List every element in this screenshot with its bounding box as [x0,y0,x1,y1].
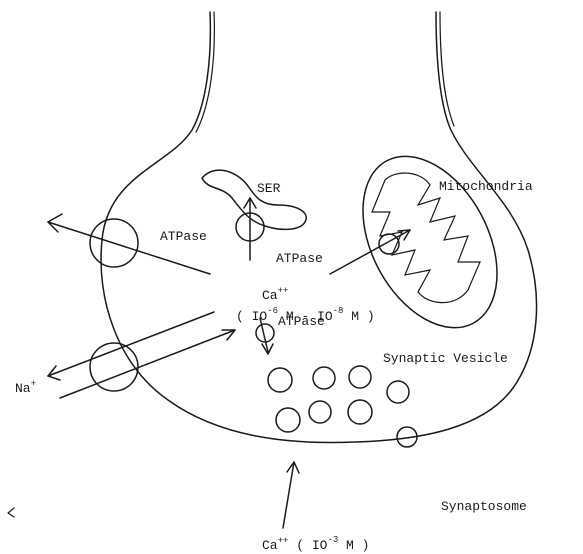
synaptosome-label: Synaptosome [441,499,527,514]
synaptosome-membrane-inner-right [440,12,454,126]
ca-outside-conc-close: M ) [338,538,369,553]
conc-exp1: -6 [267,306,278,316]
ser-atpase-label: ATPase [276,251,323,266]
ca-inside-label: Ca++ [262,286,288,303]
synaptic-vesicle-label: Synaptic Vesicle [383,351,508,366]
vesicle [348,400,372,424]
vesicle [387,381,409,403]
synaptic-vesicles [268,366,417,447]
ca-inside-concentration: ( IO-6 M - IO-8 M ) [236,306,375,324]
ca-influx-arrow [283,462,294,528]
vesicle [276,408,300,432]
ca-outside-conc-exp: -3 [327,535,338,545]
ser-label: SER [257,181,281,196]
vesicle [268,368,292,392]
ca-outside-conc-open: ( IO [288,538,327,553]
vesicle [349,366,371,388]
conc-close: M ) [343,309,374,324]
mito-atpase-arrow [330,230,410,274]
vesicle [313,367,335,389]
ca-outside-symbol: Ca [262,538,278,553]
na-symbol: Na [15,381,31,396]
conc-mid: M - IO [278,309,333,324]
synaptosome-membrane [101,12,537,443]
mitochondria-label: Mitochondria [439,179,533,194]
ca-inside-charge: ++ [278,286,289,296]
exchanger-ca-arrow [48,312,214,376]
stray-mark [8,508,14,517]
na-label: Na+ [15,379,36,396]
exchanger-na-arrow [60,330,235,398]
membrane-atpase-label: ATPase [160,229,207,244]
conc-open: ( IO [236,309,267,324]
ca-outside-label: Ca++ ( IO-3 M ) [262,535,369,553]
conc-exp2: -8 [333,306,344,316]
na-charge: + [31,379,36,389]
vesicle [309,401,331,423]
ca-outside-charge: ++ [278,536,289,546]
ser-organelle [202,170,306,229]
ca-inside-symbol: Ca [262,288,278,303]
